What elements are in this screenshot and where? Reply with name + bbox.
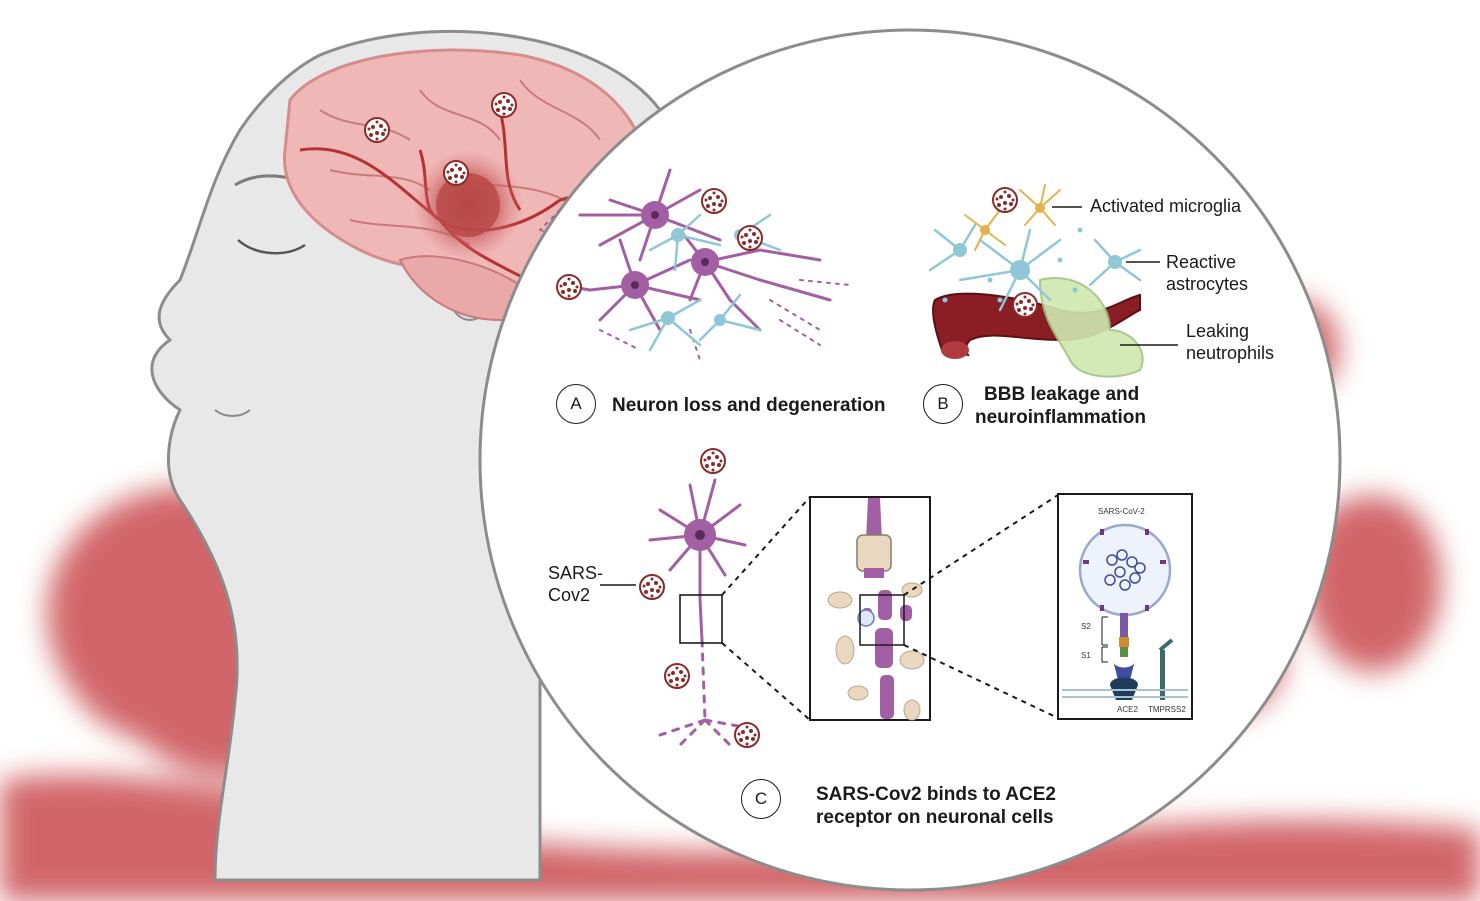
panel-b-title-line1: BBB leakage and xyxy=(984,384,1140,405)
receptor-virus-label: SARS-CoV-2 xyxy=(1098,507,1145,516)
leaking-neutrophils-label-line2: neutrophils xyxy=(1186,343,1275,363)
panel-c-neuron xyxy=(600,448,811,748)
panel-b-illustration xyxy=(928,184,1178,378)
axon-inset xyxy=(809,494,1059,721)
sars-cov2-label-line2: Cov2 xyxy=(548,585,591,605)
panel-c-title-line2: receptor on neuronal cells xyxy=(816,807,1054,828)
panel-b-badge: B xyxy=(923,384,963,424)
panel-a-illustration xyxy=(539,168,851,361)
panel-c-badge: C xyxy=(741,779,781,819)
s2-label: S2 xyxy=(1081,622,1091,631)
s1-label: S1 xyxy=(1081,651,1091,660)
panel-b-title-line2: neuroinflammation xyxy=(975,407,1147,428)
leaking-neutrophils-label-line1: Leaking xyxy=(1186,321,1250,341)
panel-a-badge: A xyxy=(556,384,596,424)
receptor-inset xyxy=(1057,493,1193,720)
tmprss2-label: TMPRSS2 xyxy=(1148,705,1186,714)
ace2-label: ACE2 xyxy=(1117,705,1138,714)
panel-a-title: Neuron loss and degeneration xyxy=(612,395,886,416)
panel-c-title-line1: SARS-Cov2 binds to ACE2 xyxy=(816,784,1056,805)
reactive-astrocytes-label-line2: astrocytes xyxy=(1166,274,1249,294)
sars-cov2-label-line1: SARS- xyxy=(548,563,604,583)
reactive-astrocytes-label-line1: Reactive xyxy=(1166,252,1237,272)
activated-microglia-label: Activated microglia xyxy=(1090,196,1242,216)
zoom-circle xyxy=(478,28,1342,892)
